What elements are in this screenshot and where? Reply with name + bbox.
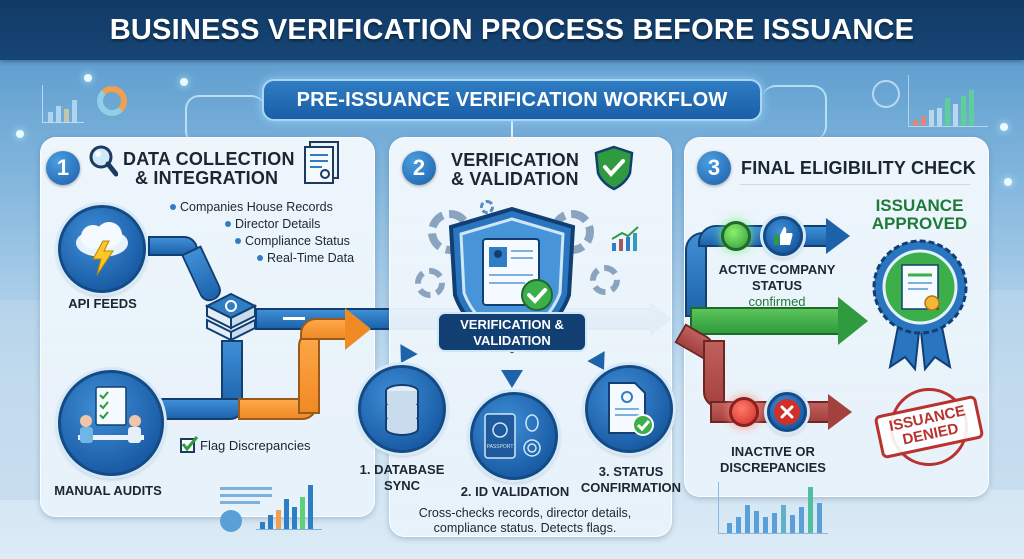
cloud-lightning-icon bbox=[58, 205, 146, 293]
circuit-line-left bbox=[185, 95, 265, 145]
connector-stem bbox=[511, 121, 513, 139]
step-number-1: 1 bbox=[46, 151, 80, 185]
checkbox-checked-icon bbox=[180, 436, 199, 453]
status-confirmation-label: 3. STATUS CONFIRMATION bbox=[580, 464, 682, 495]
flow-arrow-white-icon bbox=[283, 317, 305, 320]
manual-audits-label: MANUAL AUDITS bbox=[54, 483, 162, 498]
verification-badge: VERIFICATION & VALIDATION bbox=[437, 312, 587, 352]
gear-icon bbox=[590, 265, 620, 295]
small-gear-icon bbox=[480, 200, 494, 214]
audit-flow-pipe bbox=[160, 398, 244, 420]
magnifier-icon bbox=[88, 144, 119, 180]
bar-chart-icon-bottom-right bbox=[718, 482, 828, 534]
id-validation-label: 2. ID VALIDATION bbox=[460, 484, 570, 499]
orange-arrow-icon bbox=[345, 308, 371, 350]
flag-flow-pipe-top bbox=[300, 318, 348, 340]
document-check-icon bbox=[585, 365, 673, 453]
step-number-3: 3 bbox=[697, 151, 731, 185]
shield-check-icon bbox=[593, 145, 635, 191]
circuit-node bbox=[16, 130, 24, 138]
circuit-node bbox=[1004, 178, 1012, 186]
page-title: BUSINESS VERIFICATION PROCESS BEFORE ISS… bbox=[109, 13, 915, 46]
growth-chart-icon bbox=[610, 225, 640, 253]
title-divider bbox=[740, 184, 970, 185]
trend-chart-icon-top-right bbox=[908, 75, 988, 127]
city-skyline-right bbox=[990, 290, 1024, 490]
step-2-title: VERIFICATION & VALIDATION bbox=[451, 150, 580, 189]
api-feeds-label: API FEEDS bbox=[68, 296, 137, 311]
approved-certificate-badge-icon bbox=[870, 237, 970, 372]
active-company-status-label: ACTIVE COMPANY STATUS confirmed bbox=[718, 262, 836, 309]
step-3-title: FINAL ELIGIBILITY CHECK bbox=[741, 158, 976, 178]
step-1-title: DATA COLLECTION & INTEGRATION bbox=[123, 149, 295, 188]
data-item: Director Details bbox=[225, 217, 320, 231]
donut-chart-icon bbox=[97, 86, 127, 116]
approved-green-pipe bbox=[690, 307, 840, 335]
gear-icon bbox=[415, 268, 445, 298]
inactive-discrepancies-label: INACTIVE OR DISCREPANCIES bbox=[720, 444, 826, 475]
audit-meeting-icon bbox=[58, 370, 164, 476]
title-bar: BUSINESS VERIFICATION PROCESS BEFORE ISS… bbox=[0, 0, 1024, 60]
city-skyline-left bbox=[0, 300, 40, 500]
documents-icon bbox=[302, 140, 342, 186]
thumbs-up-icon bbox=[763, 216, 803, 256]
flag-flow-pipe-up bbox=[298, 330, 320, 414]
workflow-subtitle: PRE-ISSUANCE VERIFICATION WORKFLOW bbox=[262, 79, 762, 121]
flag-discrepancies: Flag Discrepancies bbox=[180, 436, 311, 453]
data-item: Real-Time Data bbox=[257, 251, 354, 265]
denied-x-icon bbox=[767, 392, 807, 432]
circuit-node bbox=[1000, 123, 1008, 131]
approved-arrow-icon bbox=[826, 218, 850, 254]
circuit-line-right bbox=[762, 85, 827, 140]
bar-chart-icon-bottom-left bbox=[218, 485, 322, 532]
svg-text:PASSPORT: PASSPORT bbox=[487, 444, 514, 450]
denied-flow-pipe-down bbox=[703, 340, 725, 408]
bar-chart-icon-top-left bbox=[42, 85, 84, 123]
database-icon bbox=[358, 365, 446, 453]
passport-biometric-icon: PASSPORT bbox=[470, 392, 558, 480]
red-status-light-icon bbox=[729, 397, 759, 427]
green-arrow-icon bbox=[838, 297, 868, 345]
data-item: Companies House Records bbox=[170, 200, 333, 214]
denied-arrow-icon bbox=[828, 394, 852, 430]
issuance-approved-label: ISSUANCE APPROVED bbox=[871, 196, 968, 233]
green-status-light-icon bbox=[721, 221, 751, 251]
verification-description: Cross-checks records, director details, … bbox=[418, 506, 632, 535]
data-item: Compliance Status bbox=[235, 234, 350, 248]
integration-hub-icon bbox=[204, 292, 258, 342]
circuit-node bbox=[84, 74, 92, 82]
flag-discrepancies-label: Flag Discrepancies bbox=[200, 438, 311, 453]
target-icon bbox=[872, 80, 900, 108]
branch-arrow-icon bbox=[501, 370, 523, 388]
database-sync-label: 1. DATABASE SYNC bbox=[359, 462, 445, 493]
step-number-2: 2 bbox=[402, 151, 436, 185]
circuit-node bbox=[180, 78, 188, 86]
